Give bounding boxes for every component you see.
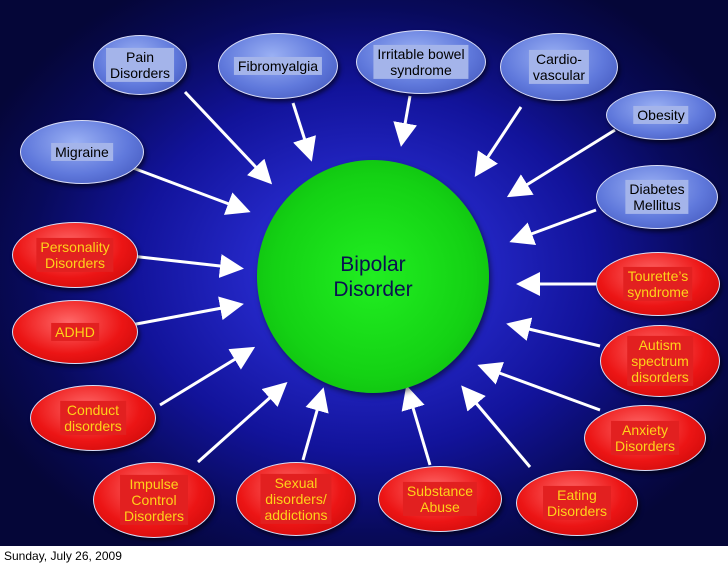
node-irritable-bowel-syndrome: Irritable bowel syndrome [356, 30, 486, 94]
node-pain-disorders: Pain Disorders [93, 35, 187, 95]
node-migraine: Migraine [20, 120, 144, 184]
node-impulse-control-disorders: Impulse Control Disorders [93, 462, 215, 538]
node-obesity: Obesity [606, 90, 716, 140]
node-sexual-disorders-addictions: Sexual disorders/ addictions [236, 462, 356, 536]
node-label: Tourette’s syndrome [623, 266, 693, 302]
slide-background: Bipolar Disorder Pain Disorders Fibromya… [0, 0, 728, 546]
node-label: Conduct disorders [60, 400, 126, 436]
node-label: Cardio- vascular [528, 49, 590, 85]
center-label: Bipolar Disorder [333, 252, 413, 301]
node-label: Substance Abuse [402, 481, 478, 517]
arrow-substance [401, 385, 432, 466]
node-label: Diabetes Mellitus [625, 179, 689, 215]
node-label: Migraine [51, 142, 113, 162]
center-node-bipolar-disorder: Bipolar Disorder [257, 160, 489, 393]
arrow-impulse [197, 382, 288, 464]
footer-date: Sunday, July 26, 2009 [4, 549, 122, 563]
arrow-diabetes [509, 208, 597, 246]
node-label: ADHD [51, 322, 99, 342]
node-adhd: ADHD [12, 300, 138, 364]
arrow-eating [461, 385, 532, 468]
node-eating-disorders: Eating Disorders [516, 470, 638, 536]
node-cardiovascular: Cardio- vascular [500, 33, 618, 101]
arrow-adhd [130, 296, 244, 327]
node-personality-disorders: Personality Disorders [12, 222, 138, 288]
node-diabetes-mellitus: Diabetes Mellitus [596, 165, 718, 229]
node-label: Pain Disorders [106, 47, 174, 83]
node-label: Personality Disorders [36, 237, 114, 273]
node-autism-spectrum-disorders: Autism spectrum disorders [600, 325, 720, 397]
node-conduct-disorders: Conduct disorders [30, 385, 156, 451]
node-label: Autism spectrum disorders [627, 335, 693, 387]
arrow-fibromyalgia [291, 102, 316, 162]
node-label: Irritable bowel syndrome [373, 44, 469, 80]
arrow-irritable-bowel [393, 95, 417, 147]
node-label: Eating Disorders [543, 485, 611, 521]
arrow-conduct [159, 346, 256, 407]
node-label: Fibromyalgia [233, 56, 323, 76]
node-label: Sexual disorders/ addictions [260, 473, 332, 525]
arrow-obesity [506, 128, 616, 198]
arrow-cardiovascular [474, 106, 523, 178]
node-label: Obesity [633, 105, 689, 125]
node-label: Anxiety Disorders [611, 420, 679, 456]
arrow-anxiety [477, 361, 601, 412]
arrow-pain-disorders [183, 90, 273, 185]
arrow-personality [130, 254, 244, 278]
arrow-migraine [132, 166, 251, 215]
node-fibromyalgia: Fibromyalgia [218, 33, 338, 99]
arrow-autism [506, 317, 601, 348]
node-substance-abuse: Substance Abuse [378, 466, 502, 532]
node-tourettes-syndrome: Tourette’s syndrome [596, 252, 720, 316]
node-anxiety-disorders: Anxiety Disorders [584, 405, 706, 471]
node-label: Impulse Control Disorders [120, 474, 188, 526]
arrows-layer [130, 90, 616, 468]
arrow-sexual [301, 387, 329, 461]
